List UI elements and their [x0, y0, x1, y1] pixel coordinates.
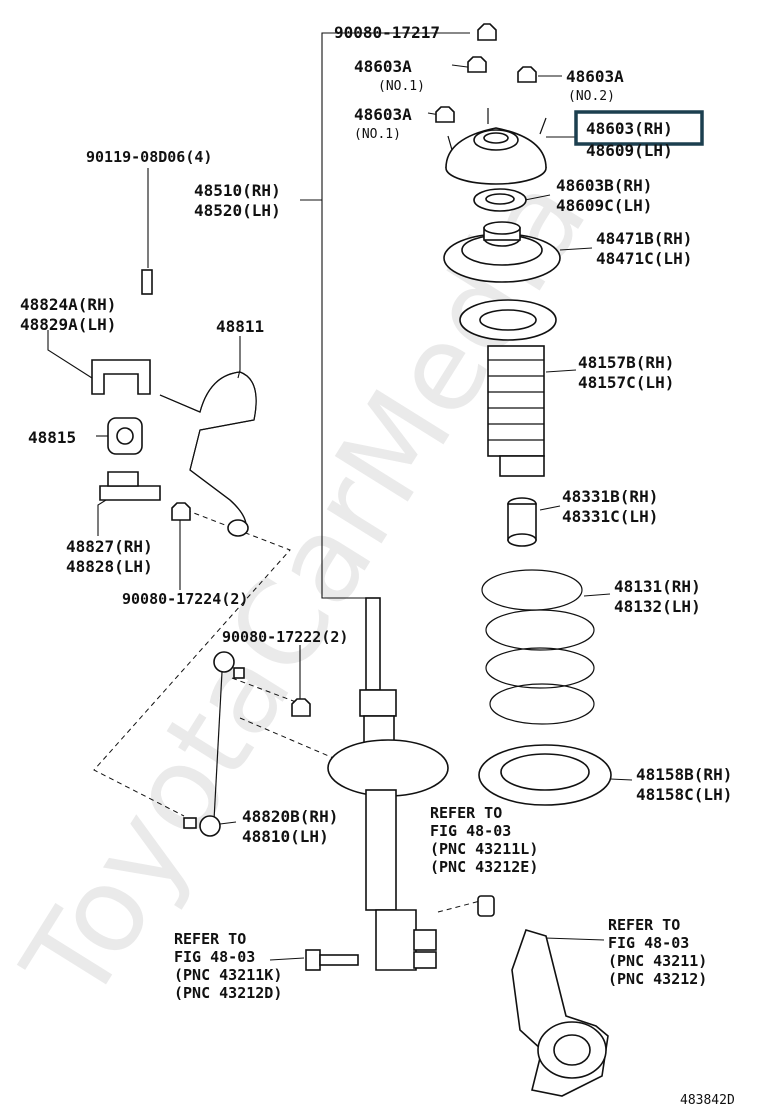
- label-bracket2-lh: 48828(LH): [66, 557, 153, 576]
- label-spring-rh: 48131(RH): [614, 577, 701, 596]
- label-insulator-rh: 48158B(RH): [636, 765, 732, 784]
- label-bumper-lh: 48331C(LH): [562, 507, 658, 526]
- stabilizer-bushing-icon: [107, 417, 143, 455]
- label-mount-a2-note: (NO.2): [568, 89, 615, 104]
- label-mount-a3-note: (NO.1): [354, 127, 401, 142]
- ref1-line3: (PNC 43211L): [430, 840, 538, 858]
- label-link-lh: 48810(LH): [242, 827, 329, 846]
- leader-lines: [47, 32, 633, 961]
- highlight-box: [574, 110, 704, 146]
- diagram-id: 483842D: [680, 1093, 735, 1108]
- mount-nut-no1b-icon: [435, 106, 455, 123]
- nut-top-icon: [477, 23, 497, 41]
- ref2-line3: (PNC 43211K): [174, 966, 282, 984]
- bearing-icon: [473, 188, 527, 212]
- label-mount-a1: 48603A: [354, 57, 412, 76]
- strut-support-icon: [445, 108, 547, 185]
- bump-stopper-icon: [507, 497, 537, 547]
- ref3-line3: (PNC 43211): [608, 952, 707, 970]
- stabilizer-nut-icon: [171, 502, 191, 521]
- ref3-line4: (PNC 43212): [608, 970, 707, 988]
- label-stabilizer-bar: 48811: [216, 317, 264, 336]
- label-link-rh: 48820B(RH): [242, 807, 338, 826]
- mount-nut-no2-icon: [517, 66, 537, 83]
- stabilizer-link-icon: [183, 651, 245, 837]
- label-bolt-top: 90119-08D06(4): [86, 148, 212, 166]
- ref2-line4: (PNC 43212D): [174, 984, 282, 1002]
- label-boot-rh: 48157B(RH): [578, 353, 674, 372]
- ref1-line1: REFER TO: [430, 804, 502, 822]
- label-boot-lh: 48157C(LH): [578, 373, 674, 392]
- stabilizer-bracket-icon: [91, 359, 151, 395]
- label-spring-lh: 48132(LH): [614, 597, 701, 616]
- label-seat-lh: 48471C(LH): [596, 249, 692, 268]
- watermark: ToyotaCarMedia: [0, 152, 613, 1025]
- ref3-line1: REFER TO: [608, 916, 680, 934]
- label-bearing-rh: 48603B(RH): [556, 176, 652, 195]
- label-absorber-rh: 48510(RH): [194, 181, 281, 200]
- lower-insulator-icon: [478, 744, 612, 806]
- coil-spring-icon: [481, 569, 595, 725]
- label-bushing: 48815: [28, 428, 76, 447]
- label-nut-link: 90080-17222(2): [222, 628, 348, 646]
- stabilizer-bar-icon: [159, 371, 257, 537]
- ref2-line2: FIG 48-03: [174, 948, 255, 966]
- boot-icon: [459, 299, 557, 477]
- label-support-lh: 48609(LH): [586, 141, 673, 160]
- shock-absorber-icon: [327, 597, 449, 971]
- ref1-line4: (PNC 43212E): [430, 858, 538, 876]
- label-absorber-lh: 48520(LH): [194, 201, 281, 220]
- steering-knuckle-icon: [511, 929, 609, 1097]
- labels: 90080-17217 48603A (NO.1) 48603A (NO.2) …: [20, 23, 735, 1108]
- label-bumper-rh: 48331B(RH): [562, 487, 658, 506]
- label-bracket-lh: 48829A(LH): [20, 315, 116, 334]
- label-bearing-lh: 48609C(LH): [556, 196, 652, 215]
- label-mount-a3: 48603A: [354, 105, 412, 124]
- label-bracket-rh: 48824A(RH): [20, 295, 116, 314]
- label-bracket2-rh: 48827(RH): [66, 537, 153, 556]
- label-insulator-lh: 48158C(LH): [636, 785, 732, 804]
- stabilizer-bracket2-icon: [99, 471, 161, 501]
- label-mount-a2: 48603A: [566, 67, 624, 86]
- ref1-line2: FIG 48-03: [430, 822, 511, 840]
- stabilizer-bolt-icon: [141, 269, 153, 295]
- mount-nut-no1-icon: [467, 56, 487, 73]
- label-seat-rh: 48471B(RH): [596, 229, 692, 248]
- label-support-rh: 48603(RH): [586, 119, 673, 138]
- ref3-line2: FIG 48-03: [608, 934, 689, 952]
- upper-spring-seat-icon: [443, 221, 561, 283]
- label-nut-stab: 90080-17224(2): [122, 590, 248, 608]
- link-nut-icon: [291, 698, 311, 717]
- ref2-line1: REFER TO: [174, 930, 246, 948]
- bolt-icon: [305, 949, 359, 971]
- label-nut-top: 90080-17217: [334, 23, 440, 42]
- nut-knuckle-icon: [477, 895, 495, 917]
- label-mount-a1-note: (NO.1): [378, 79, 425, 94]
